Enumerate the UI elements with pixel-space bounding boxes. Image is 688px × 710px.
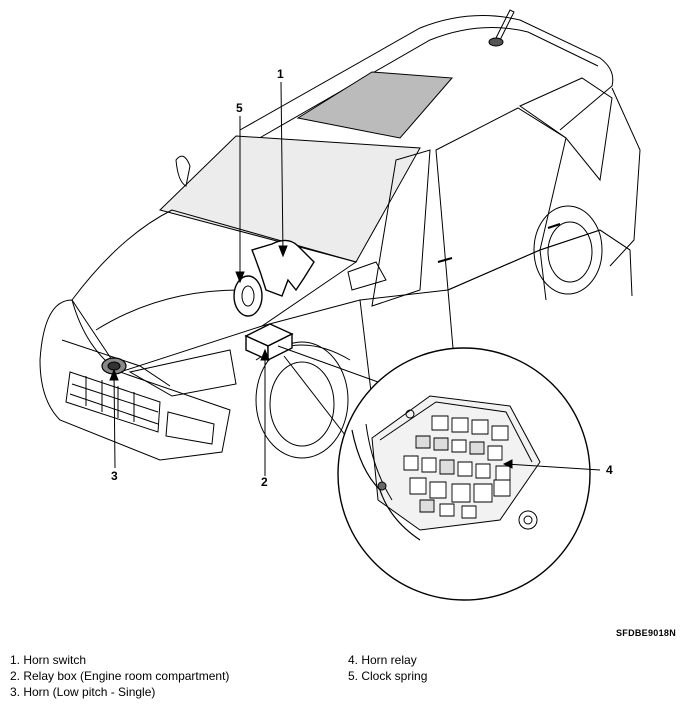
- legend-right-column: 4. Horn relay 5. Clock spring: [348, 652, 427, 684]
- vehicle-horn-location-diagram: [0, 0, 688, 620]
- callout-5: 5: [236, 101, 243, 115]
- horn-switch-component: [252, 240, 314, 296]
- legend-item-horn: 3. Horn (Low pitch - Single): [10, 685, 156, 699]
- clock-spring-component: [234, 276, 262, 316]
- legend-item-horn-relay: 4. Horn relay: [348, 653, 417, 667]
- leader-lines: [110, 82, 600, 476]
- legend-left-column: 1. Horn switch 2. Relay box (Engine room…: [10, 652, 229, 700]
- callout-2: 2: [261, 475, 268, 489]
- callout-3: 3: [111, 469, 118, 483]
- car-illustration: [40, 10, 640, 460]
- relay-box-detail-view: [278, 346, 590, 600]
- callout-1: 1: [277, 67, 284, 81]
- legend-item-horn-switch: 1. Horn switch: [10, 653, 87, 667]
- legend-item-clock-spring: 5. Clock spring: [348, 669, 428, 683]
- relay-box-component: [246, 324, 292, 360]
- figure-code: SFDBE9018N: [615, 628, 676, 638]
- callout-4: 4: [606, 463, 613, 477]
- legend-item-relay-box: 2. Relay box (Engine room compartment): [10, 669, 230, 683]
